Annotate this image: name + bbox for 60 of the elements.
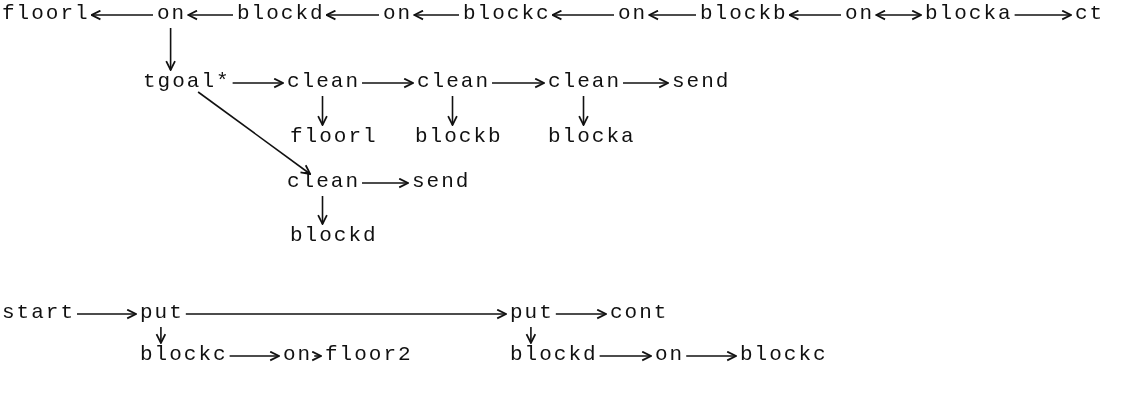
node-label: on (383, 3, 413, 25)
node-label: clean (287, 71, 360, 93)
node-label: clean (548, 71, 621, 93)
node-label: blockd (237, 3, 325, 25)
arrow (598, 350, 652, 362)
arrow (875, 9, 922, 21)
arrow (76, 308, 137, 320)
arrow (228, 350, 280, 362)
node-label: blockc (140, 344, 228, 366)
arrow (491, 77, 545, 89)
node-label: on (618, 3, 648, 25)
node-label: put (510, 302, 554, 324)
arrow (555, 308, 607, 320)
arrow (197, 91, 312, 175)
node-label: cont (610, 302, 669, 324)
node-label: start (2, 302, 75, 324)
node-label: blockb (415, 126, 503, 148)
arrow (788, 9, 842, 21)
arrow (622, 77, 669, 89)
arrow (1013, 9, 1072, 21)
arrow (361, 177, 409, 189)
node-label: put (140, 302, 184, 324)
arrow (311, 350, 322, 362)
node-label: blocka (548, 126, 636, 148)
node-label: on (845, 3, 875, 25)
arrow (317, 95, 328, 126)
arrow (578, 95, 589, 126)
node-label: ct (1075, 3, 1105, 25)
node-label: blockd (290, 225, 378, 247)
arrow (685, 350, 737, 362)
arrow (525, 326, 537, 344)
node-label: on (655, 344, 685, 366)
node-label: floorl (290, 126, 378, 148)
node-label: send (672, 71, 731, 93)
arrow (447, 95, 458, 126)
arrow (648, 9, 697, 21)
node-label: send (412, 171, 471, 193)
node-label: tgoal* (143, 71, 231, 93)
node-label: on (283, 344, 313, 366)
arrow (165, 27, 176, 71)
arrow (187, 9, 234, 21)
arrow (325, 9, 380, 21)
node-label: blockb (700, 3, 788, 25)
node-label: blocka (925, 3, 1013, 25)
arrow (551, 9, 615, 21)
arrow (231, 77, 284, 89)
node-label: floor2 (325, 344, 413, 366)
arrow (155, 326, 167, 344)
node-label: floorl (2, 3, 90, 25)
node-label: blockc (740, 344, 828, 366)
arrow (90, 9, 154, 21)
node-label: on (157, 3, 187, 25)
arrow (317, 195, 328, 225)
node-label: clean (417, 71, 490, 93)
node-label: clean (287, 171, 360, 193)
arrow (361, 77, 414, 89)
arrow (413, 9, 460, 21)
node-label: blockd (510, 344, 598, 366)
arrow (185, 308, 507, 320)
node-label: blockc (463, 3, 551, 25)
